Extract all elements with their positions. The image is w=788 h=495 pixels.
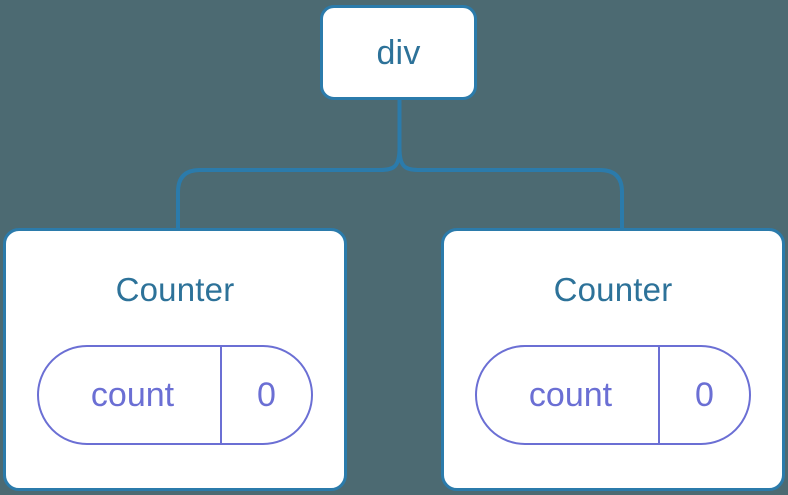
connector-branch-right <box>397 147 624 228</box>
node-div[interactable]: div <box>320 5 477 100</box>
state-key-label: count <box>90 376 175 414</box>
state-key-label: count <box>528 376 613 414</box>
component-title: Counter <box>115 271 235 308</box>
state-value-label: 0 <box>658 347 749 443</box>
component-card-counter-left[interactable]: Counter count 0 <box>3 228 347 491</box>
connector-branch-left <box>176 147 402 228</box>
state-value-label: 0 <box>220 347 311 443</box>
state-pill-count[interactable]: count 0 <box>37 345 313 445</box>
node-div-label: div <box>376 33 421 72</box>
state-pill-count[interactable]: count 0 <box>475 345 751 445</box>
component-card-counter-right[interactable]: Counter count 0 <box>441 228 785 491</box>
component-title: Counter <box>553 271 673 308</box>
